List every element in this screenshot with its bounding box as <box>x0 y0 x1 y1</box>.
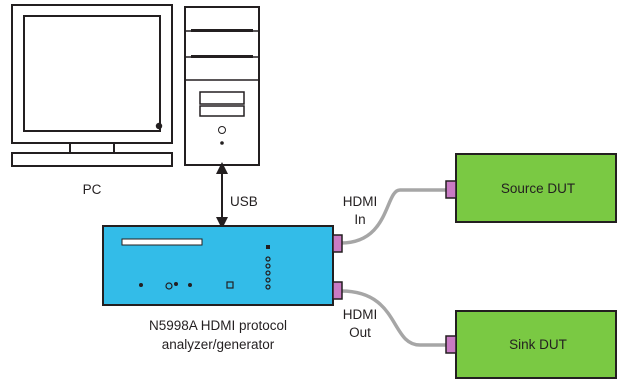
source-dut-box: Source DUT <box>445 153 617 223</box>
pc-label: PC <box>83 182 102 197</box>
hdmi-in-cable <box>340 188 446 245</box>
hdmi-out-cable <box>340 289 446 347</box>
hdmi-in-label-line2: In <box>354 212 365 227</box>
hdmi-out-port <box>332 281 343 300</box>
hdmi-out-label-line1: HDMI <box>343 307 378 322</box>
usb-label: USB <box>230 194 258 209</box>
pc-monitor-icon <box>11 4 173 167</box>
source-dut-port <box>445 180 457 199</box>
analyzer-label-line2: analyzer/generator <box>162 337 275 352</box>
sink-dut-box: Sink DUT <box>445 310 617 379</box>
source-dut-label: Source DUT <box>501 181 575 196</box>
sink-dut-label: Sink DUT <box>509 337 567 352</box>
hdmi-in-label-line1: HDMI <box>343 194 378 209</box>
hdmi-in-port <box>332 234 343 253</box>
analyzer-device-icon <box>102 225 343 306</box>
hdmi-out-label-line2: Out <box>349 325 371 340</box>
analyzer-label-line1: N5998A HDMI protocol <box>149 318 287 333</box>
pc-tower-icon <box>184 6 260 166</box>
sink-dut-port <box>445 335 457 354</box>
